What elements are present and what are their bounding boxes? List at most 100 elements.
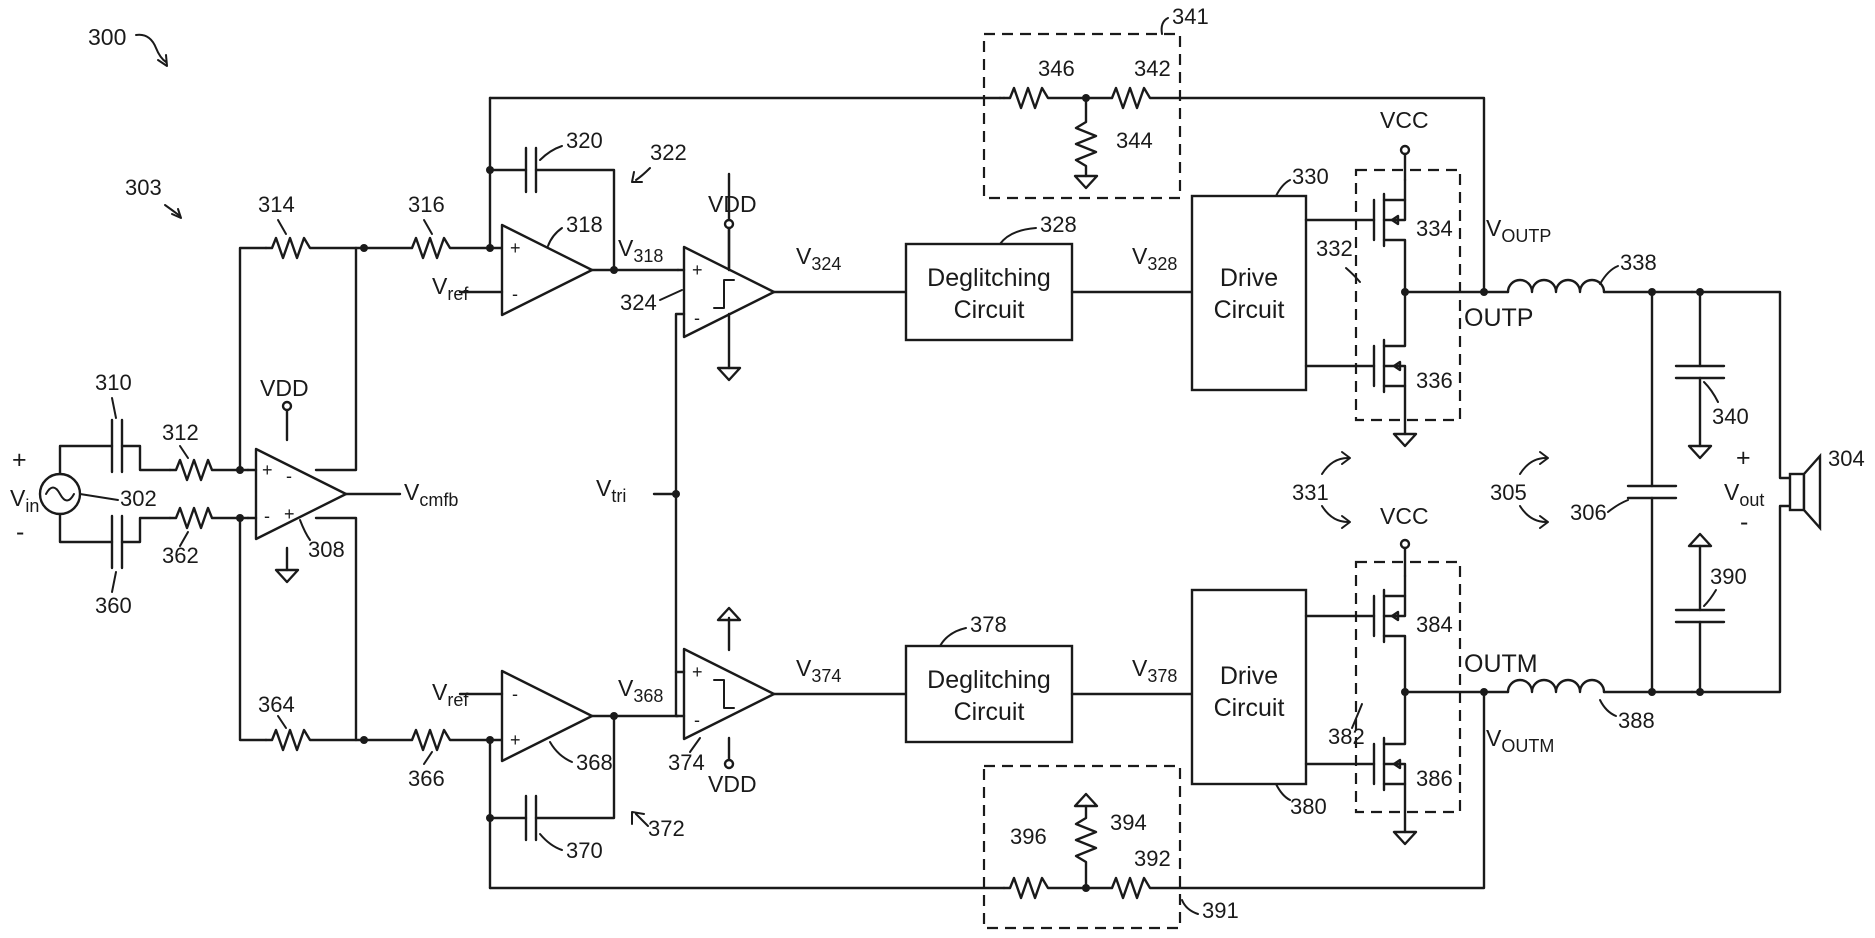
vdd-label-324: VDD <box>708 191 757 217</box>
ref-342: 342 <box>1134 56 1171 81</box>
v328-label: V328 <box>1132 243 1177 274</box>
svg-text:-: - <box>694 710 700 730</box>
ref-346: 346 <box>1038 56 1075 81</box>
ref-391: 391 <box>1202 898 1239 923</box>
svg-text:+: + <box>510 238 521 258</box>
deglitch-378-line1: Deglitching <box>927 666 1051 694</box>
deglitch-378-line2: Circuit <box>954 698 1025 726</box>
ref-318: 318 <box>566 212 603 237</box>
ref-303: 303 <box>125 175 162 200</box>
ref-328: 328 <box>1040 212 1077 237</box>
v318-label: V318 <box>618 235 663 266</box>
figure-pointer-arrow <box>136 35 166 62</box>
ref-314: 314 <box>258 192 295 217</box>
amp308-minus-out: - <box>286 466 292 486</box>
capacitor-360 <box>112 516 122 568</box>
vcc-label-top: VCC <box>1380 107 1429 133</box>
ref-332: 332 <box>1316 236 1353 261</box>
svg-text:-: - <box>512 284 518 304</box>
vref-label-top: Vref <box>432 273 469 304</box>
svg-text:-: - <box>694 308 700 328</box>
drive-380-line1: Drive <box>1220 662 1278 690</box>
v378-label: V378 <box>1132 655 1177 686</box>
v368-label: V368 <box>618 675 663 706</box>
deglitch-328-line2: Circuit <box>954 296 1025 324</box>
vref-label-bottom: Vref <box>432 679 469 710</box>
v324-label: V324 <box>796 243 841 274</box>
speaker-304 <box>1790 456 1820 528</box>
ref-392: 392 <box>1134 846 1171 871</box>
supply-arrow-394 <box>1075 794 1097 806</box>
capacitor-340 <box>1676 366 1724 378</box>
ref-308: 308 <box>308 537 345 562</box>
capacitor-306 <box>1628 486 1676 498</box>
ref-302: 302 <box>120 486 157 511</box>
ac-source-vin <box>40 474 80 514</box>
drive-330-line2: Circuit <box>1214 296 1285 324</box>
capacitor-370 <box>526 796 536 840</box>
svg-text:+: + <box>510 730 521 750</box>
ref-364: 364 <box>258 692 295 717</box>
ref-372: 372 <box>648 816 685 841</box>
resistor-316 <box>364 238 490 258</box>
figure-number-label: 300 <box>88 24 126 50</box>
resistor-364 <box>266 730 364 750</box>
ref-312: 312 <box>162 420 199 445</box>
ref-366: 366 <box>408 766 445 791</box>
ref-310: 310 <box>95 370 132 395</box>
resistor-396 <box>1004 878 1086 898</box>
capacitor-390 <box>1676 610 1724 622</box>
ref-380: 380 <box>1290 794 1327 819</box>
outm-node-label: OUTM <box>1464 650 1538 678</box>
svg-text:-: - <box>512 684 518 704</box>
drive-circuit-330 <box>1192 196 1306 390</box>
resistor-394 <box>1076 806 1096 888</box>
drive-330-line1: Drive <box>1220 264 1278 292</box>
ref-340: 340 <box>1712 404 1749 429</box>
v374-label: V374 <box>796 655 841 686</box>
vin-plus-sign: + <box>12 446 27 474</box>
vout-label: Vout <box>1724 479 1764 510</box>
vin-minus-sign: - <box>16 518 24 546</box>
ref-304: 304 <box>1828 446 1865 471</box>
amp308-plus-out: + <box>284 504 295 524</box>
vout-minus-sign: - <box>1740 508 1748 536</box>
vcc-label-bottom: VCC <box>1380 503 1429 529</box>
ref-341: 341 <box>1172 4 1209 29</box>
ground-324 <box>718 368 740 380</box>
ref-388: 388 <box>1618 708 1655 733</box>
deglitching-circuit-378 <box>906 646 1072 742</box>
ref-396: 396 <box>1010 824 1047 849</box>
ref-378: 378 <box>970 612 1007 637</box>
resistor-344 <box>1076 98 1096 176</box>
ref-331: 331 <box>1292 480 1329 505</box>
voutp-label: VOUTP <box>1486 215 1551 246</box>
capacitor-320 <box>526 148 536 192</box>
ref-334: 334 <box>1416 216 1453 241</box>
ref-370: 370 <box>566 838 603 863</box>
vdd-label-374: VDD <box>708 771 757 797</box>
ref-382: 382 <box>1328 724 1365 749</box>
ground-340 <box>1689 446 1711 458</box>
resistor-314 <box>266 238 364 258</box>
ground-308 <box>276 570 298 582</box>
ref-384: 384 <box>1416 612 1453 637</box>
ground-386 <box>1394 832 1416 844</box>
ground-344 <box>1075 176 1097 188</box>
inductor-388 <box>1508 680 1604 692</box>
svg-text:+: + <box>692 260 703 280</box>
ref-336: 336 <box>1416 368 1453 393</box>
vcmfb-label: Vcmfb <box>404 479 458 510</box>
ref-374: 374 <box>668 750 705 775</box>
ref-305: 305 <box>1490 480 1527 505</box>
ref-322: 322 <box>650 140 687 165</box>
resistor-346 <box>1004 88 1086 108</box>
ground-336 <box>1394 434 1416 446</box>
amp308-minus-in: - <box>264 506 270 526</box>
outp-node-label: OUTP <box>1464 304 1533 332</box>
ref-344: 344 <box>1116 128 1153 153</box>
ref-316: 316 <box>408 192 445 217</box>
ref-306: 306 <box>1570 500 1607 525</box>
voutm-label: VOUTM <box>1486 725 1554 756</box>
